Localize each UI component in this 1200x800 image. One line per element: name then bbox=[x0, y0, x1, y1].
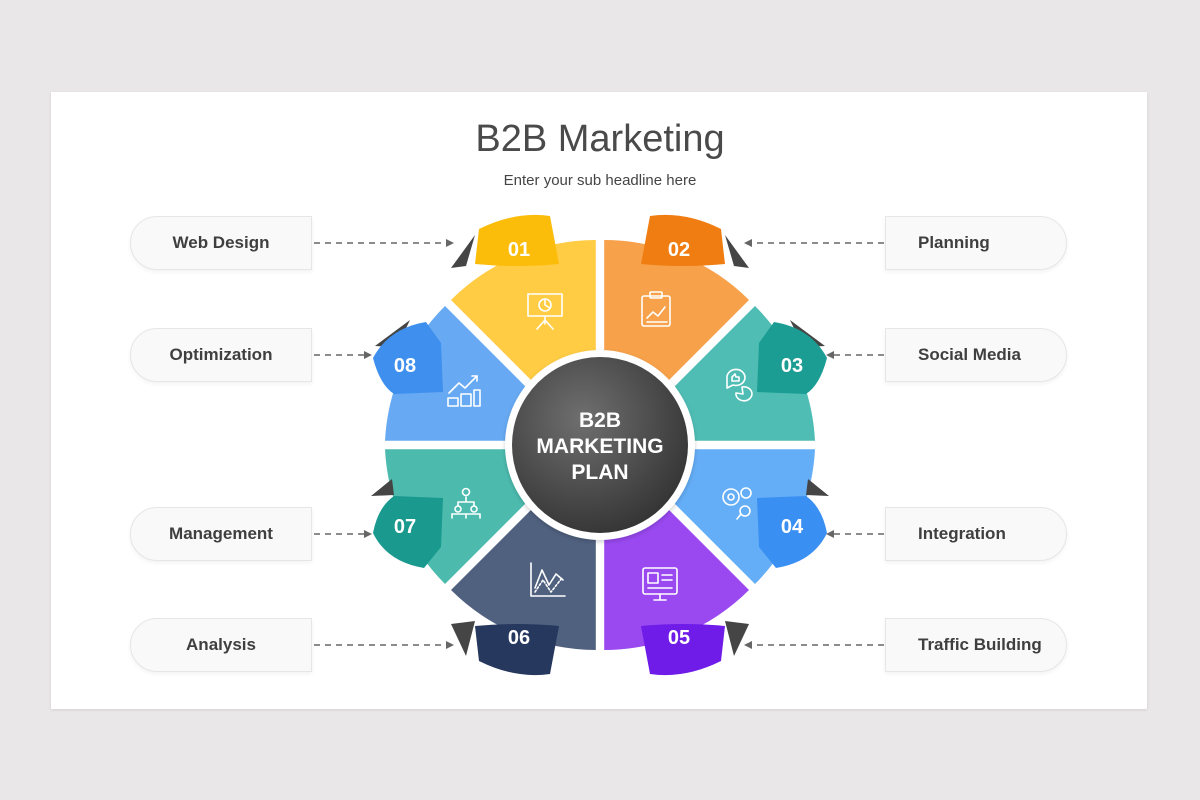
tab-07-shape bbox=[373, 496, 443, 568]
segment-06 bbox=[451, 509, 596, 650]
tab-05-number: 05 bbox=[668, 627, 690, 649]
label-management: Management bbox=[169, 524, 273, 543]
chat-like-icon bbox=[726, 368, 753, 402]
label-box-analysis: Analysis bbox=[130, 618, 312, 672]
tab-01-shape bbox=[475, 214, 559, 266]
gears-search-icon bbox=[722, 487, 752, 520]
tab-07-fold bbox=[371, 479, 394, 496]
tab-01-number: 01 bbox=[508, 239, 530, 261]
segment-01 bbox=[451, 240, 596, 381]
growth-coins-icon bbox=[447, 375, 481, 407]
tab-08-fold bbox=[375, 320, 410, 347]
label-optimization: Optimization bbox=[169, 345, 273, 364]
tab-04-shape bbox=[757, 496, 827, 568]
slide-title: B2B Marketing bbox=[475, 118, 725, 160]
tab-01: 01 bbox=[451, 214, 559, 268]
tab-08-shape bbox=[373, 322, 443, 394]
tab-02-number: 02 bbox=[668, 239, 690, 261]
segment-icons bbox=[447, 291, 753, 601]
label-box-optimization: Optimization bbox=[130, 328, 312, 382]
label-box-social-media: Social Media bbox=[885, 328, 1067, 382]
center-hub: B2B MARKETING PLAN bbox=[505, 350, 695, 540]
tab-05-shape bbox=[641, 624, 725, 676]
label-social-media: Social Media bbox=[918, 345, 1021, 364]
center-label-line-2: MARKETING bbox=[536, 435, 663, 458]
tab-06-fold bbox=[451, 621, 475, 656]
tab-04-fold bbox=[806, 479, 829, 496]
tab-05: 05 bbox=[641, 621, 749, 676]
tab-02: 02 bbox=[641, 214, 749, 268]
tab-05-fold bbox=[725, 621, 749, 656]
slide-subtitle: Enter your sub headline here bbox=[503, 172, 697, 189]
tab-08-number: 08 bbox=[394, 355, 416, 377]
label-box-integration: Integration bbox=[885, 507, 1067, 561]
tab-03-fold bbox=[790, 320, 825, 347]
label-box-traffic-building: Traffic Building bbox=[885, 618, 1067, 672]
tab-03: 03 bbox=[757, 320, 827, 394]
label-integration: Integration bbox=[918, 524, 1006, 543]
label-box-management: Management bbox=[130, 507, 312, 561]
tab-02-shape bbox=[641, 214, 725, 266]
label-analysis: Analysis bbox=[186, 635, 256, 654]
connector-arrows bbox=[314, 239, 884, 649]
tab-06: 06 bbox=[451, 621, 559, 676]
label-planning: Planning bbox=[918, 233, 990, 252]
tab-03-shape bbox=[757, 322, 827, 394]
tab-06-number: 06 bbox=[508, 627, 530, 649]
center-label-line-1: B2B bbox=[579, 409, 621, 432]
tab-01-fold bbox=[451, 235, 475, 268]
number-tabs: 01 02 03 04 05 06 07 bbox=[371, 214, 829, 676]
clipboard-chart-icon bbox=[641, 291, 671, 327]
label-traffic-building: Traffic Building bbox=[918, 635, 1042, 654]
tab-04: 04 bbox=[757, 479, 829, 568]
line-graph-icon bbox=[530, 562, 566, 597]
tab-03-number: 03 bbox=[781, 355, 803, 377]
label-box-web-design: Web Design bbox=[130, 216, 312, 270]
tab-08: 08 bbox=[373, 320, 443, 394]
tab-06-shape bbox=[475, 624, 559, 676]
label-box-planning: Planning bbox=[885, 216, 1067, 270]
tab-07-number: 07 bbox=[394, 516, 416, 538]
label-web-design: Web Design bbox=[172, 233, 270, 252]
presentation-chart-icon bbox=[527, 293, 563, 330]
tab-07: 07 bbox=[371, 479, 443, 568]
segment-02 bbox=[604, 240, 749, 381]
monitor-icon bbox=[642, 567, 678, 601]
hierarchy-icon bbox=[451, 487, 481, 519]
center-label-line-3: PLAN bbox=[571, 461, 628, 484]
tab-04-number: 04 bbox=[781, 516, 804, 538]
tab-02-fold bbox=[725, 235, 749, 268]
